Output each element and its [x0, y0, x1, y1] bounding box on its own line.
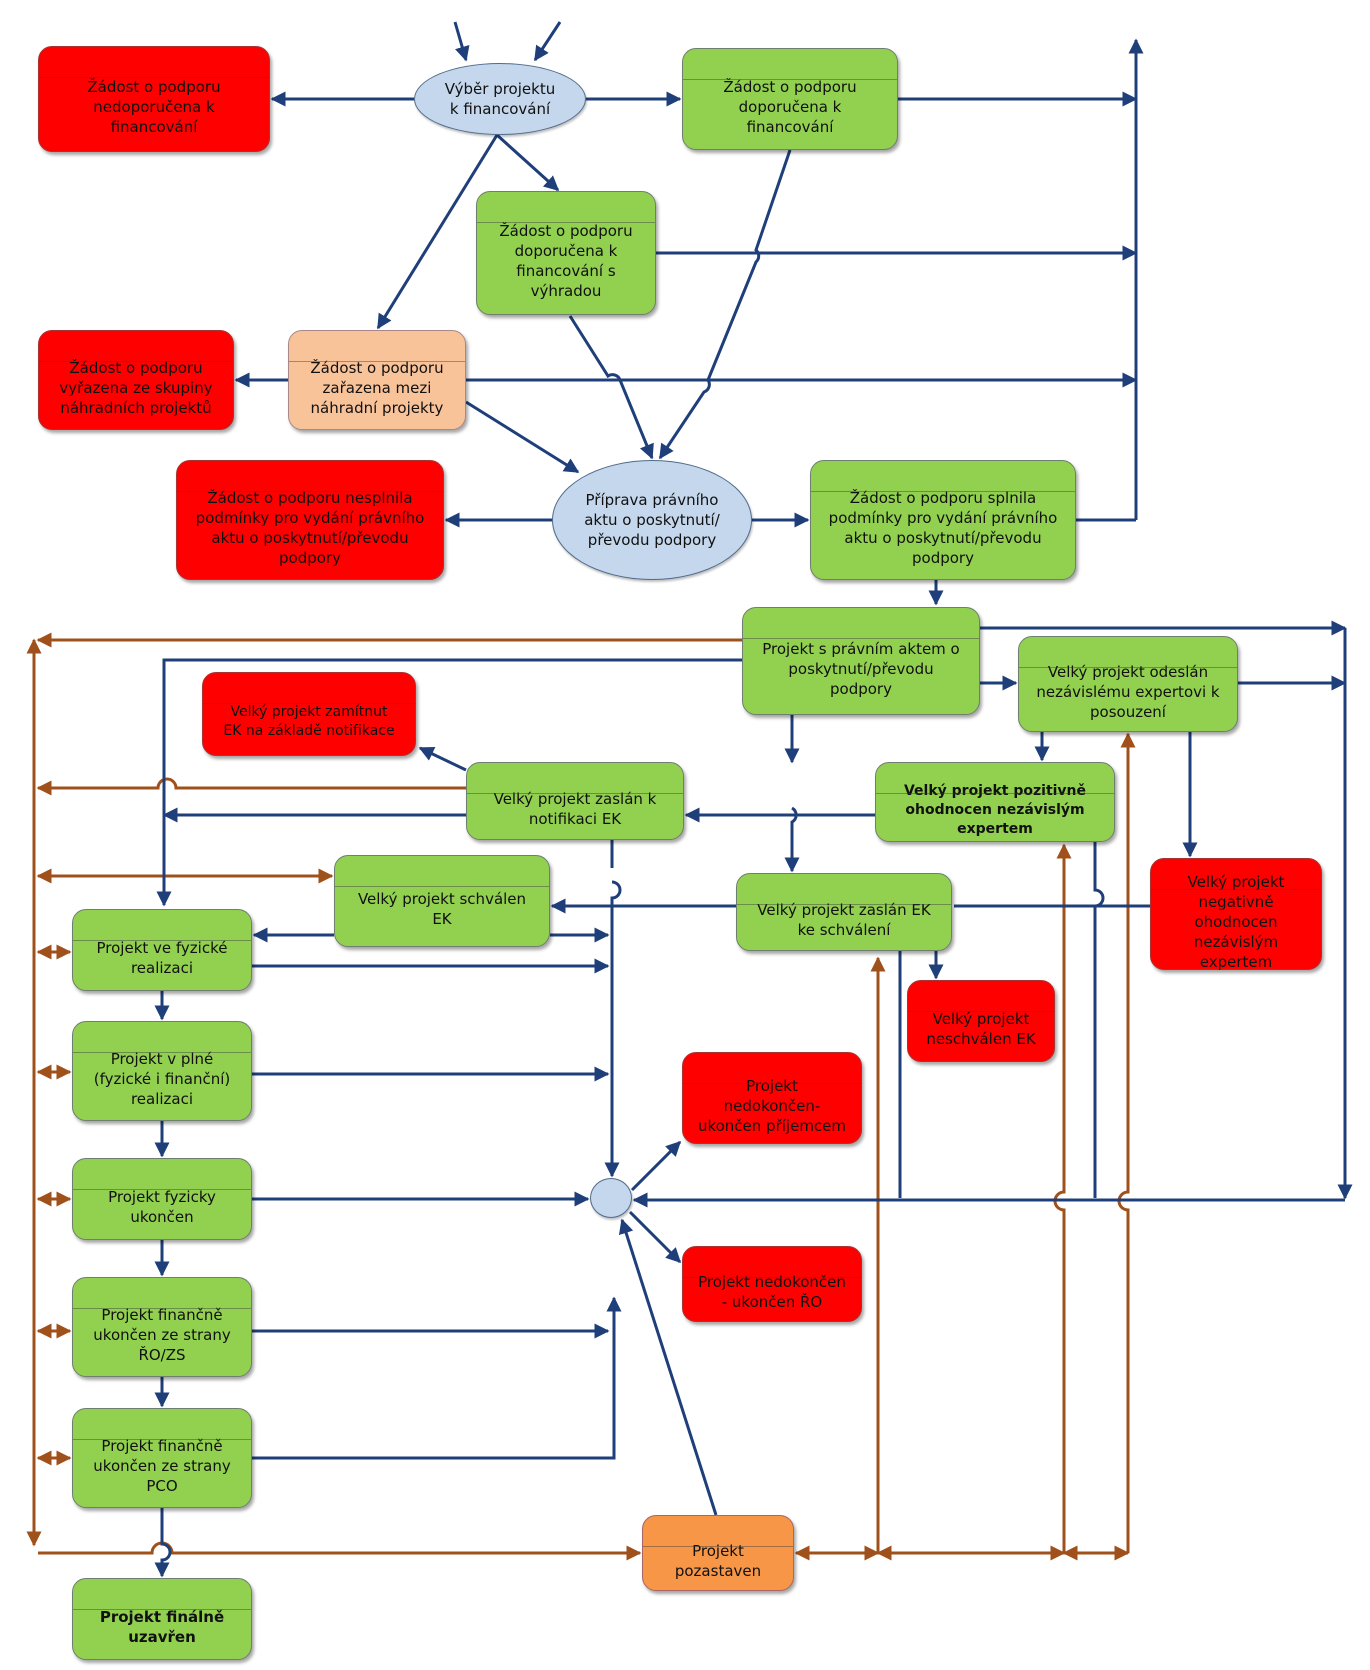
arrow-substitute-to-prep: [465, 400, 580, 474]
arrow-reservation-to-prep: [568, 315, 654, 460]
decision-selection: Výběr projektu k financování: [414, 63, 586, 135]
node-financially-finished-pco: Projekt finančně ukončen ze strany PCO: [72, 1408, 252, 1508]
arrow-legal-to-sent-approval-b: [784, 806, 800, 873]
node-finally-closed: Projekt finálně uzavřen: [72, 1578, 252, 1660]
arrow-legal-to-physical: [156, 658, 742, 907]
node-recommended: Žádost o podporu doporučena k financován…: [682, 48, 898, 150]
arrow-to-unfinished-beneficiary: [630, 1140, 682, 1192]
node-substitute: Žádost o podporu zařazena mezi náhradní …: [288, 330, 466, 430]
node-positive-expert: Velký projekt pozitivně ohodnocen nezávi…: [875, 762, 1115, 842]
brown-notif-left: [36, 777, 466, 796]
node-negative-expert: Velký projekt negativně ohodnocen nezávi…: [1150, 858, 1322, 971]
decision-termination: [590, 1178, 632, 1218]
node-conditions-not-met: Žádost o podporu nesplnila podmínky pro …: [176, 460, 444, 580]
node-unfinished-ro: Projekt nedokončen - ukončen ŘO: [682, 1246, 862, 1322]
node-not-recommended: Žádost o podporu nedoporučena k financov…: [38, 46, 270, 152]
node-suspended: Projekt pozastaven: [642, 1515, 794, 1591]
arrow-positive-down: [1093, 842, 1105, 1198]
arrow-in-1: [453, 21, 470, 62]
arrow-to-substitute: [376, 134, 499, 330]
brown-to-suspended: [38, 1541, 642, 1561]
node-not-approved-ec: Velký projekt neschválen EK: [907, 980, 1055, 1062]
arrow-recommended-to-prep: [658, 149, 792, 460]
arrow-suspended-to-decision: [618, 1218, 718, 1516]
node-physical-realization: Projekt ve fyzické realizaci: [72, 909, 252, 991]
arrow-in-2: [533, 21, 562, 62]
node-project-legal-act: Projekt s právním aktem o poskytnutí/pře…: [742, 607, 980, 715]
node-excluded-substitutes: Žádost o podporu vyřazena ze skupiny náh…: [38, 330, 234, 430]
arrow-to-reservation: [495, 133, 560, 192]
node-unfinished-beneficiary: Projekt nedokončen- ukončen příjemcem: [682, 1052, 862, 1144]
node-financially-finished-ro: Projekt finančně ukončen ze strany ŘO/ZS: [72, 1277, 252, 1377]
node-sent-for-approval: Velký projekt zaslán EK ke schválení: [736, 873, 952, 951]
arrow-pco-up: [252, 1296, 622, 1460]
decision-legal-act-prep: Příprava právního aktu o poskytnutí/ pře…: [552, 460, 752, 580]
node-recommended-reservation: Žádost o podporu doporučena k financován…: [476, 191, 656, 315]
node-rejected-notification: Velký projekt zamítnut EK na základě not…: [202, 672, 416, 756]
arrow-to-rejected-notif: [418, 746, 467, 772]
node-physically-finished: Projekt fyzicky ukončen: [72, 1158, 252, 1240]
node-approved-ec: Velký projekt schválen EK: [334, 855, 550, 947]
brown-up-expert: [1117, 732, 1136, 1553]
arrow-to-unfinished-ro: [628, 1210, 682, 1264]
arrow-col-to-decision: [604, 880, 622, 1178]
arrow-pco-down: [154, 1508, 172, 1578]
node-sent-to-expert: Velký projekt odeslán nezávislému expert…: [1018, 636, 1238, 732]
node-sent-notification: Velký projekt zaslán k notifikaci EK: [466, 762, 684, 840]
node-full-realization: Projekt v plné (fyzické i finanční) real…: [72, 1021, 252, 1121]
node-conditions-met: Žádost o podporu splnila podmínky pro vy…: [810, 460, 1076, 580]
